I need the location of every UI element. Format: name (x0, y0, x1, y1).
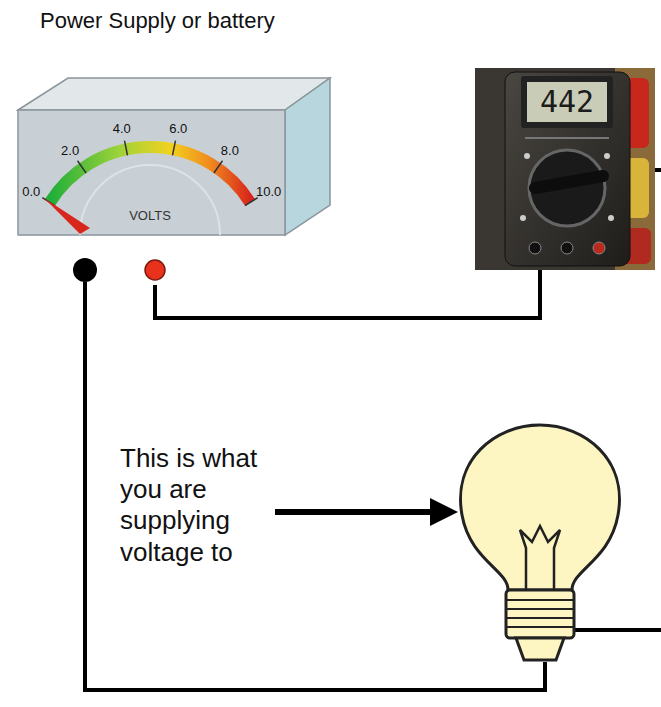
title-heading: Power Supply or battery (40, 8, 275, 34)
scale-number: 6.0 (169, 120, 187, 135)
unit-label: VOLTS (129, 208, 171, 223)
meter-wire (655, 168, 661, 172)
scale-number: 10.0 (256, 183, 281, 198)
power-supply-box (0, 0, 340, 290)
scale-number: 0.0 (22, 183, 40, 198)
pointer-arrow (275, 509, 432, 515)
lcd-reading: 442 (527, 82, 607, 122)
power-supply: Power Supply or battery 0.0 2.0 4.0 6.0 8.0 10… (0, 0, 340, 285)
bulb-wire (572, 628, 661, 632)
multimeter: 442 (475, 68, 655, 270)
annotation-note: This is what you are supplying voltage t… (120, 443, 285, 568)
scale-number: 8.0 (221, 143, 239, 158)
scale-number: 4.0 (113, 120, 131, 135)
arrow-head (430, 498, 458, 526)
light-bulb (461, 425, 620, 660)
red-lead-wire (155, 270, 540, 318)
scale-number: 2.0 (61, 143, 79, 158)
